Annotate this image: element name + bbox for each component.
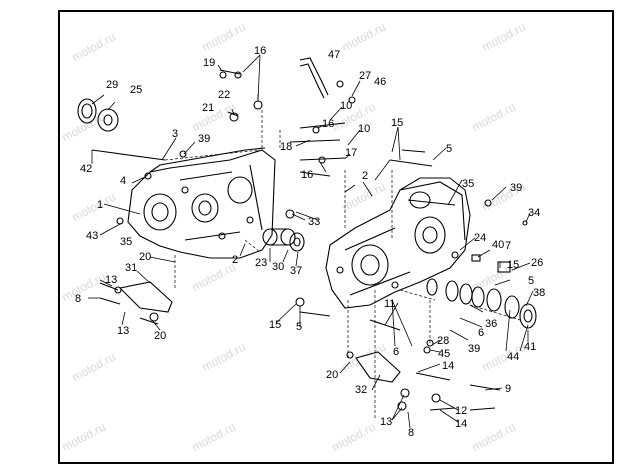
callout-44: 44 <box>507 351 519 363</box>
callout-5b: 5 <box>446 143 452 155</box>
callout-21: 21 <box>202 102 214 114</box>
callout-20c: 20 <box>326 369 338 381</box>
oil-seal-assembly <box>77 98 119 132</box>
bushings <box>262 228 305 252</box>
callout-40: 40 <box>492 239 504 251</box>
callout-24: 24 <box>474 232 486 244</box>
callout-35: 35 <box>120 236 132 248</box>
callout-2b: 2 <box>362 170 368 182</box>
callout-3: 3 <box>172 128 178 140</box>
callout-4: 4 <box>120 175 126 187</box>
callout-45: 45 <box>438 348 450 360</box>
callout-33: 33 <box>308 216 320 228</box>
callout-32: 32 <box>355 384 367 396</box>
callout-6: 6 <box>393 346 399 358</box>
callout-42: 42 <box>80 163 92 175</box>
callout-16: 16 <box>254 45 266 57</box>
callout-25: 25 <box>130 84 142 96</box>
callout-23: 23 <box>255 257 267 269</box>
callout-2: 2 <box>232 254 238 266</box>
callout-19: 19 <box>203 57 215 69</box>
callout-41: 41 <box>524 341 536 353</box>
callout-27: 27 <box>359 70 371 82</box>
breather-hose <box>299 57 329 99</box>
callout-26: 26 <box>531 257 543 269</box>
callout-31: 31 <box>125 262 137 274</box>
callout-47: 47 <box>328 49 340 61</box>
callout-7: 7 <box>505 240 511 252</box>
callout-15b: 15 <box>391 117 403 129</box>
callout-8b: 8 <box>408 427 414 439</box>
callout-13b: 13 <box>117 325 129 337</box>
callout-1: 1 <box>97 199 103 211</box>
callout-8: 8 <box>75 293 81 305</box>
callout-22: 22 <box>218 89 230 101</box>
callout-12: 12 <box>455 405 467 417</box>
callout-11: 11 <box>384 298 395 310</box>
callout-10b: 10 <box>358 123 370 135</box>
callout-16c: 16 <box>301 169 313 181</box>
callout-14b: 14 <box>455 418 467 430</box>
callout-39: 39 <box>198 133 210 145</box>
callout-17: 17 <box>345 147 357 159</box>
callout-15: 15 <box>269 319 281 331</box>
callout-9: 9 <box>505 383 511 395</box>
callout-39c: 39 <box>468 343 480 355</box>
callout-39b: 39 <box>510 182 522 194</box>
callout-6b: 6 <box>478 327 484 339</box>
right-crankcase-half <box>325 177 471 309</box>
callout-labels: 1 2 2 3 4 5 5 5 6 6 7 8 8 9 10 10 11 12 … <box>75 45 545 439</box>
callout-10: 10 <box>340 100 352 112</box>
callout-13: 13 <box>105 274 117 286</box>
callout-35b: 35 <box>462 178 474 190</box>
callout-38: 38 <box>533 287 545 299</box>
callout-46: 46 <box>374 76 386 88</box>
leader-lines <box>88 54 534 429</box>
callout-16b: 16 <box>322 118 334 130</box>
mounting-brackets <box>118 281 401 383</box>
callout-30: 30 <box>272 261 284 273</box>
callout-34: 34 <box>528 207 540 219</box>
callout-43: 43 <box>86 230 98 242</box>
alignment-lines <box>164 110 521 420</box>
callout-5: 5 <box>296 321 302 333</box>
callout-5c: 5 <box>528 275 534 287</box>
callout-36: 36 <box>485 318 497 330</box>
callout-18: 18 <box>280 141 292 153</box>
callout-13c: 13 <box>380 416 392 428</box>
callout-15c: 15 <box>507 259 519 271</box>
bearing-and-seal-stack <box>426 278 537 329</box>
callout-28: 28 <box>437 335 449 347</box>
left-crankcase-half <box>127 147 276 259</box>
callout-20b: 20 <box>154 330 166 342</box>
callout-29: 29 <box>106 79 118 91</box>
callout-37: 37 <box>290 265 302 277</box>
callout-14: 14 <box>442 360 454 372</box>
callout-20: 20 <box>139 251 151 263</box>
